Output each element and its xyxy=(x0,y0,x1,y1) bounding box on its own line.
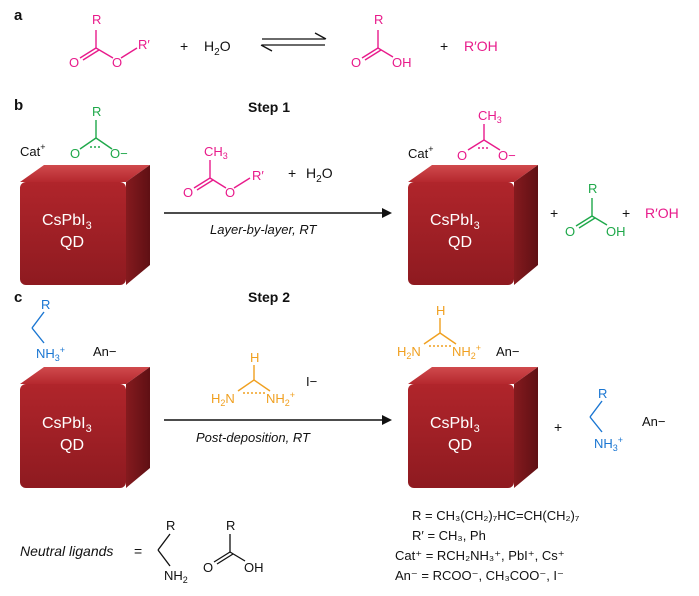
an-left-text: An− xyxy=(93,344,117,359)
fa-right-h2n-text: H2N xyxy=(397,344,421,361)
cube-b-left-label-2: QD xyxy=(60,234,84,251)
cat-right-text: Cat+ xyxy=(408,144,434,161)
amine-nh3-text: NH3+ xyxy=(36,345,65,363)
product-acid-oh-text: OH xyxy=(606,224,626,239)
reaction-arrow-b xyxy=(164,208,392,218)
neutral-acid-o-text: O xyxy=(203,560,213,575)
ester-o-single-text: O xyxy=(112,55,122,70)
fa-nh2-text: NH2+ xyxy=(266,390,295,408)
arrow-b-label: Layer-by-layer, RT xyxy=(210,222,318,237)
cube-b-right xyxy=(408,165,538,285)
definition-an: An⁻ = RCOO⁻, CH₃COO⁻, I⁻ xyxy=(395,568,564,583)
fa-h-text: H xyxy=(250,350,259,365)
carboxylate-o-text: O xyxy=(70,146,80,161)
fa-structure xyxy=(237,365,271,394)
definition-rprime: R′ = CH₃, Ph xyxy=(412,528,486,543)
acid-oh-text: OH xyxy=(392,55,412,70)
fa-right-h-text: H xyxy=(436,303,445,318)
panel-c-plus: + xyxy=(554,419,562,435)
panel-b-plus-b: + xyxy=(622,205,630,221)
neutral-acid-structure xyxy=(213,534,246,565)
amine-right-nh3-text: NH3+ xyxy=(594,435,623,453)
ester-o-carbonyl-text: O xyxy=(69,55,79,70)
product-alcohol-text: R′OH xyxy=(645,205,679,221)
panel-b-label: b xyxy=(14,97,23,114)
neutral-amine-structure xyxy=(157,533,171,567)
panel-b-plus-a: + xyxy=(550,205,558,221)
reagent-o2-text: O xyxy=(225,185,235,200)
cube-b-right-label-1: CsPbI3 xyxy=(430,212,480,232)
amine-r-text: R xyxy=(41,297,50,312)
definition-r: R = CH₃(CH₂)₇HC=CH(CH₂)₇ xyxy=(412,508,580,523)
an-right-top-text: An− xyxy=(496,344,520,359)
cube-c-left-label-2: QD xyxy=(60,437,84,454)
an-right-text: An− xyxy=(642,414,666,429)
acetate-ch3-text: CH3 xyxy=(478,108,502,125)
amine-structure xyxy=(31,311,45,344)
acetate-o-text: O xyxy=(457,148,467,163)
ester-rprime-text: R′ xyxy=(138,37,150,52)
step-1-title: Step 1 xyxy=(248,99,290,115)
neutral-ligands-label: Neutral ligands xyxy=(20,543,113,559)
water-molecule: H2O xyxy=(204,38,231,58)
reagent-rprime-text: R′ xyxy=(252,168,264,183)
cube-c-right xyxy=(408,367,538,488)
panel-a-plus-2: + xyxy=(440,38,448,54)
reagent-plus: + xyxy=(288,165,296,181)
acid-r-text: R xyxy=(374,12,383,27)
neutral-acid-oh-text: OH xyxy=(244,560,264,575)
cube-c-left xyxy=(20,367,150,488)
reagent-water: H2O xyxy=(306,165,333,185)
reagent-ester-structure xyxy=(193,160,251,191)
acid-structure xyxy=(361,30,394,61)
legend: Neutral ligands = R NH2 R O OH R = CH₃(C… xyxy=(20,508,580,585)
reagent-ch3-text: CH3 xyxy=(204,144,228,161)
acetate-ominus-text: O− xyxy=(498,148,516,163)
cube-c-left-label-1: CsPbI3 xyxy=(42,415,92,435)
reagent-o-text: O xyxy=(183,185,193,200)
iodide-text: I− xyxy=(306,374,317,389)
product-acid-structure xyxy=(575,198,608,229)
cat-left-text: Cat+ xyxy=(20,142,46,159)
neutral-acid-r-text: R xyxy=(226,518,235,533)
cube-b-right-label-2: QD xyxy=(448,234,472,251)
cube-b-left-label-1: CsPbI3 xyxy=(42,212,92,232)
panel-b: b Step 1 Cat+ R O O− CsPbI3 QD xyxy=(14,97,679,285)
fa-right-nh2-text: NH2+ xyxy=(452,343,481,361)
panel-a: a R O O R′ + H2O R O OH xyxy=(14,7,498,70)
equilibrium-arrow xyxy=(260,32,327,52)
cube-b-left xyxy=(20,165,150,285)
neutral-amine-r-text: R xyxy=(166,518,175,533)
acid-o-text: O xyxy=(351,55,361,70)
carboxylate-structure xyxy=(79,120,113,150)
product-acid-r-text: R xyxy=(588,181,597,196)
panel-c-label: c xyxy=(14,289,22,306)
carboxylate-r-text: R xyxy=(92,104,101,119)
arrow-c-label: Post-deposition, RT xyxy=(196,430,311,445)
ester-structure xyxy=(79,30,138,61)
acetate-structure xyxy=(467,124,501,151)
cube-c-right-label-1: CsPbI3 xyxy=(430,415,480,435)
fa-right-structure xyxy=(423,318,457,347)
cube-c-right-label-2: QD xyxy=(448,437,472,454)
carboxylate-ominus-text: O− xyxy=(110,146,128,161)
panel-a-label: a xyxy=(14,7,23,24)
amine-right-structure xyxy=(589,400,603,433)
panel-c: c Step 2 R NH3+ An− CsPbI3 QD H H2N NH2+… xyxy=(14,289,666,488)
alcohol-text: R′OH xyxy=(464,38,498,54)
panel-a-plus-1: + xyxy=(180,38,188,54)
fa-h2n-text: H2N xyxy=(211,391,235,408)
product-acid-o-text: O xyxy=(565,224,575,239)
reaction-arrow-c xyxy=(164,415,392,425)
neutral-amine-nh2-text: NH2 xyxy=(164,568,188,585)
definition-cat: Cat⁺ = RCH₂NH₃⁺, PbI⁺, Cs⁺ xyxy=(395,548,565,563)
neutral-equals: = xyxy=(134,543,142,559)
ester-r-text: R xyxy=(92,12,101,27)
amine-right-r-text: R xyxy=(598,386,607,401)
step-2-title: Step 2 xyxy=(248,289,290,305)
